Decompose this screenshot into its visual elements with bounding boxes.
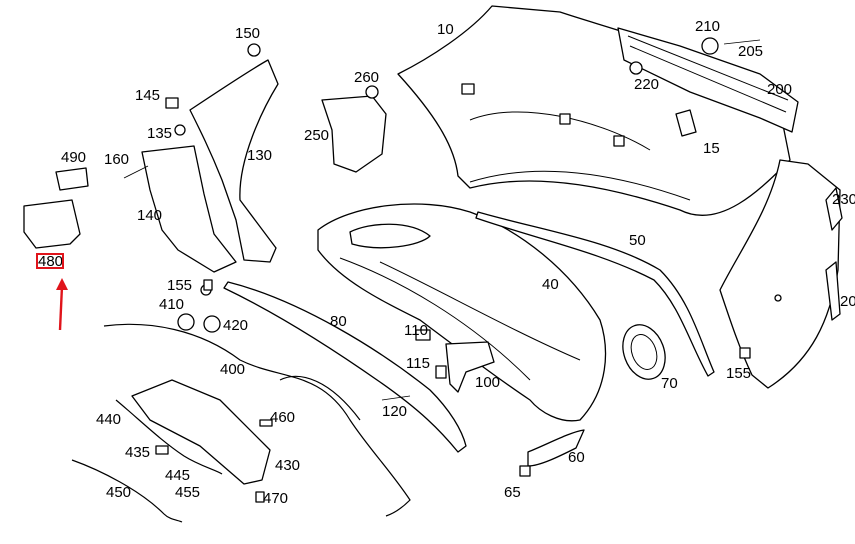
label-435: 435: [125, 444, 151, 461]
label-430: 430: [275, 457, 301, 474]
harness-400: [103, 323, 411, 517]
label-460: 460: [270, 409, 296, 426]
bracket-430: [131, 379, 271, 485]
label-400: 400: [220, 361, 246, 378]
label-15: 15: [703, 140, 720, 157]
bracket-130: [189, 59, 279, 263]
bracket-140: [141, 145, 237, 273]
trim-strip-50: [475, 211, 715, 377]
part-490: [55, 167, 89, 191]
arrowhead-icon: [56, 278, 68, 290]
label-420: 420: [223, 317, 249, 334]
lower-diffuser-40: [317, 203, 607, 422]
label-120: 120: [382, 403, 408, 420]
label-450: 450: [106, 484, 132, 501]
label-65: 65: [504, 484, 521, 501]
highlight-arrow: [58, 285, 64, 331]
label-100: 100: [475, 374, 501, 391]
label-440: 440: [96, 411, 122, 428]
label-210: 210: [695, 18, 721, 35]
label-155-left: 155: [167, 277, 193, 294]
label-455: 455: [175, 484, 201, 501]
label-260: 260: [354, 69, 380, 86]
bumper-cover-10: [397, 5, 791, 216]
label-40: 40: [542, 276, 559, 293]
label-80: 80: [330, 313, 347, 330]
bracket-200: [617, 27, 799, 133]
label-230: 230: [832, 191, 855, 208]
label-10: 10: [437, 21, 454, 38]
bracket-480: [23, 199, 81, 249]
bracket-250: [321, 95, 387, 173]
cable-440: [115, 399, 223, 475]
label-200: 200: [767, 81, 793, 98]
highlight-box-480: [36, 253, 64, 269]
label-145: 145: [135, 87, 161, 104]
cable-450: [71, 459, 183, 523]
label-70: 70: [661, 375, 678, 392]
label-130: 130: [247, 147, 273, 164]
label-445: 445: [165, 467, 191, 484]
label-60: 60: [568, 449, 585, 466]
label-410: 410: [159, 296, 185, 313]
trim-60: [527, 429, 585, 467]
label-160: 160: [104, 151, 130, 168]
label-115: 115: [406, 355, 430, 372]
label-155-right: 155: [726, 365, 752, 382]
label-150: 150: [235, 25, 261, 42]
label-135: 135: [147, 125, 173, 142]
label-205: 205: [738, 43, 764, 60]
label-140: 140: [137, 207, 163, 224]
label-250: 250: [304, 127, 330, 144]
label-110: 110: [404, 322, 428, 339]
label-50: 50: [629, 232, 646, 249]
label-220: 220: [634, 76, 660, 93]
bar-80: [223, 281, 467, 453]
label-20: 20: [840, 293, 855, 310]
label-490: 490: [61, 149, 87, 166]
bracket-100: [445, 341, 495, 393]
label-480: 480: [38, 253, 64, 270]
label-470: 470: [263, 490, 289, 507]
